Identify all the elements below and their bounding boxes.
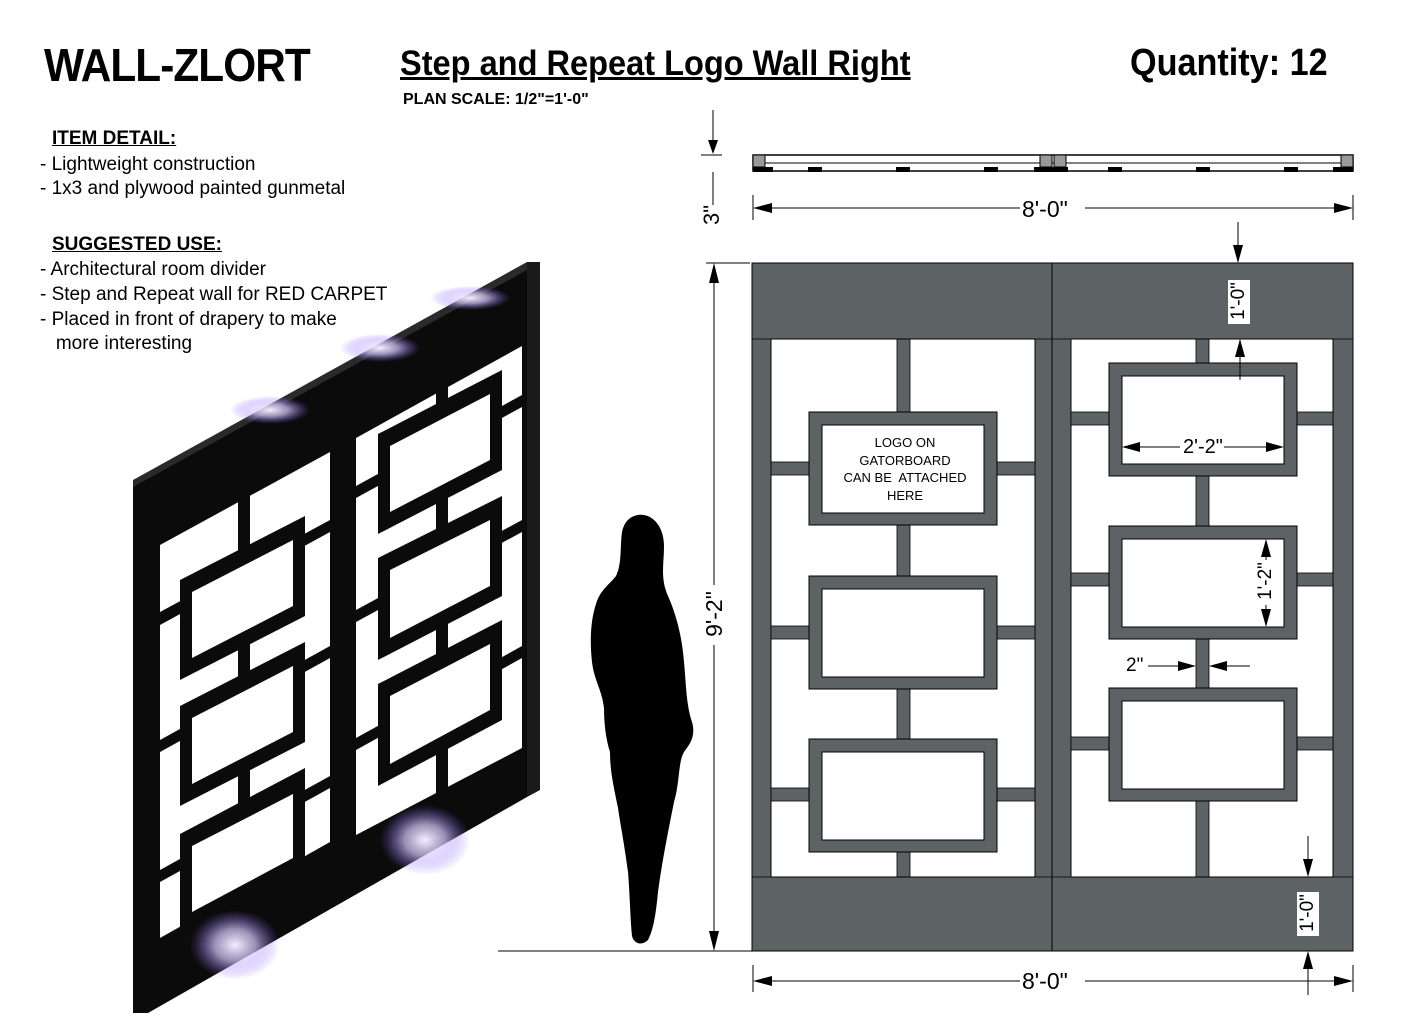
brand-title: WALL-ZLORT: [44, 39, 311, 91]
plan-depth-dim: 3": [699, 204, 724, 226]
logo-note-line: LOGO ON: [874, 435, 936, 450]
elevation-view: [751, 262, 1354, 952]
logo-note: LOGO ON GATORBOARD CAN BE ATTACHED HERE: [826, 434, 984, 504]
person-silhouette: [590, 514, 694, 944]
logo-note-line: CAN BE ATTACHED: [843, 470, 967, 485]
height-dim: 9'-2": [701, 591, 727, 637]
suggested-use-line: more interesting: [40, 333, 193, 354]
suggested-use-line: - Placed in front of drapery to make: [40, 309, 337, 330]
plan-width-dim: 8'-0": [1022, 196, 1068, 222]
bottom-width-dim: 8'-0": [1022, 968, 1068, 994]
logo-note-line: HERE: [886, 487, 924, 503]
frame-height-dim: 1'-2": [1255, 562, 1276, 600]
item-detail-heading: ITEM DETAIL:: [52, 128, 177, 149]
plan-view: [701, 110, 1354, 220]
suggested-use-line: - Architectural room divider: [40, 259, 266, 280]
frame-width-dim: 2'-2": [1183, 436, 1223, 459]
scale-label: PLAN SCALE: 1/2"=1'-0": [403, 91, 589, 108]
bottom-band-dim: 1'-0": [1297, 894, 1318, 932]
suggested-use-heading: SUGGESTED USE:: [52, 234, 222, 255]
item-detail-line: - Lightweight construction: [40, 154, 256, 175]
item-detail-line: - 1x3 and plywood painted gunmetal: [40, 178, 346, 199]
suggested-use-line: - Step and Repeat wall for RED CARPET: [40, 284, 388, 305]
logo-note-line: GATORBOARD: [859, 452, 951, 468]
quantity-label: Quantity: 12: [1130, 42, 1328, 84]
member-dim: 2": [1126, 655, 1144, 676]
drawing-title: Step and Repeat Logo Wall Right: [400, 44, 911, 83]
top-band-dim: 1'-0": [1228, 282, 1249, 320]
